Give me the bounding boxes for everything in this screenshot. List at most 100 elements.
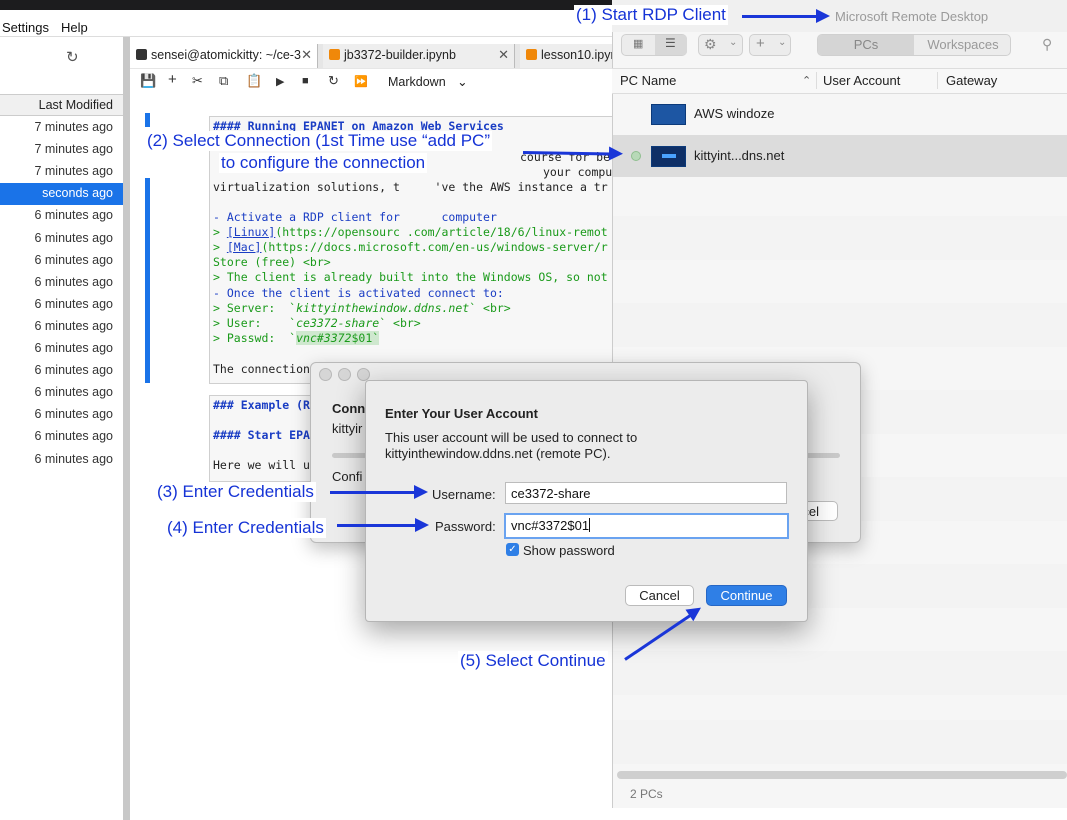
fast-forward-icon[interactable]: ⏩ — [354, 76, 368, 88]
grid-view-icon[interactable]: ▦ — [633, 38, 644, 50]
tab-label: lesson10.ipynb — [541, 48, 614, 62]
file-row[interactable]: 6 minutes ago — [34, 296, 113, 311]
search-icon[interactable]: ⚲ — [1042, 36, 1053, 52]
pc-thumbnail — [651, 104, 686, 125]
paste-icon[interactable]: 📋 — [246, 73, 263, 88]
file-row[interactable]: 6 minutes ago — [34, 230, 113, 245]
file-browser — [0, 37, 123, 820]
password-value: vnc#3372$01 — [511, 518, 590, 533]
restart-icon[interactable]: ↻ — [328, 73, 339, 88]
file-row[interactable]: 6 minutes ago — [34, 429, 113, 444]
segment-pcs[interactable]: PCs — [818, 35, 914, 55]
column-gateway[interactable]: Gateway — [946, 73, 998, 88]
file-row[interactable]: 7 minutes ago — [34, 142, 113, 157]
notebook-toolbar: 💾 + ✂ ⧉ 📋 ▶ ■ ↻ ⏩ — [130, 69, 615, 94]
file-row[interactable]: 6 minutes ago — [34, 341, 113, 355]
pc-row-kitty[interactable]: kittyint...dns.net — [613, 135, 1067, 177]
annotation-step2: (2) Select Connection (1st Time use “add… — [145, 131, 492, 151]
run-icon[interactable]: ▶ — [276, 76, 285, 88]
file-row[interactable]: 6 minutes ago — [34, 274, 113, 289]
horizontal-scrollbar[interactable] — [617, 771, 1067, 779]
cell-selection-bar — [145, 178, 150, 383]
column-user-account[interactable]: User Account — [823, 73, 901, 88]
list-stripe — [613, 216, 1067, 260]
dialog-title: Conn — [332, 401, 366, 416]
progress-label: Confi — [332, 469, 363, 484]
pc-thumbnail — [651, 146, 686, 167]
annotation-step2-cont: to configure the connection — [219, 153, 428, 173]
file-row[interactable]: 6 minutes ago — [34, 407, 113, 422]
md-line: The connection — [213, 362, 310, 376]
md-line: virtualization solutions, t 've the AWS … — [213, 180, 608, 194]
cut-icon[interactable]: ✂ — [192, 73, 203, 88]
pcs-workspaces-toggle: PCs Workspaces — [817, 34, 1011, 56]
file-row[interactable]: 6 minutes ago — [34, 363, 113, 378]
menu-settings[interactable]: Settings — [2, 20, 49, 35]
list-view-active — [655, 35, 687, 55]
add-cell-icon[interactable]: + — [168, 71, 177, 88]
panel-splitter[interactable] — [123, 37, 130, 820]
view-toggle[interactable]: ▦ ☰ — [621, 34, 687, 56]
cancel-button[interactable]: Cancel — [625, 585, 694, 606]
md-line: Here we will u — [213, 458, 310, 472]
terminal-icon — [136, 49, 147, 60]
close-icon[interactable]: ✕ — [498, 47, 509, 62]
pc-list-header: PC Name ⌃ User Account Gateway — [612, 68, 1067, 94]
stop-icon[interactable]: ■ — [302, 75, 309, 87]
pc-count: 2 PCs — [630, 787, 663, 801]
md-line: #### Running EPANET on Amazon Web Servic… — [213, 119, 504, 133]
continue-button[interactable]: Continue — [706, 585, 787, 606]
column-divider — [816, 72, 817, 89]
tab-lesson10[interactable]: lesson10.ipynb — [520, 44, 615, 68]
notebook-icon — [526, 49, 537, 60]
file-row[interactable]: 6 minutes ago — [34, 451, 113, 466]
menu-help[interactable]: Help — [61, 20, 88, 35]
username-field[interactable]: ce3372-share — [505, 482, 787, 504]
zoom-window-icon[interactable] — [357, 368, 370, 381]
md-line: > [Mac](https://docs.microsoft.com/en-us… — [213, 240, 608, 254]
pc-row-aws[interactable]: AWS windoze — [613, 93, 1067, 135]
file-row[interactable]: 6 minutes ago — [34, 385, 113, 400]
close-window-icon[interactable] — [319, 368, 332, 381]
dialog-title: Enter Your User Account — [385, 406, 538, 421]
status-dot-icon — [631, 151, 641, 161]
refresh-icon[interactable]: ↻ — [66, 49, 79, 66]
file-row[interactable]: seconds ago — [0, 183, 123, 206]
chevron-down-icon: ⌄ — [457, 75, 468, 89]
minimize-window-icon[interactable] — [338, 368, 351, 381]
tab-terminal[interactable]: sensei@atomickitty: ~/ce-3 ✕ — [130, 44, 318, 68]
md-line: - Activate a RDP client for computer — [213, 210, 497, 224]
close-icon[interactable]: ✕ — [301, 47, 312, 62]
add-menu[interactable]: + ⌄ — [749, 34, 791, 56]
file-row[interactable]: 6 minutes ago — [34, 252, 113, 267]
md-line: > User: `ce3372-share` <br> — [213, 316, 421, 330]
column-divider — [937, 72, 938, 89]
user-account-dialog: Enter Your User Account This user accoun… — [365, 380, 808, 622]
list-view-icon[interactable]: ☰ — [665, 36, 676, 50]
cell-type-value: Markdown — [388, 75, 446, 89]
show-password-checkbox[interactable]: ✓ — [506, 543, 519, 556]
md-line: Store (free) <br> — [213, 255, 331, 269]
top-window-strip — [0, 0, 1067, 10]
file-row[interactable]: 6 minutes ago — [34, 208, 113, 223]
column-pc-name[interactable]: PC Name — [620, 73, 677, 88]
annotation-step3: (3) Enter Credentials — [155, 482, 316, 502]
file-row[interactable]: 7 minutes ago — [34, 120, 113, 134]
pc-name: AWS windoze — [694, 106, 775, 121]
segment-workspaces[interactable]: Workspaces — [927, 37, 999, 52]
tab-jb3372-builder[interactable]: jb3372-builder.ipynb ✕ — [323, 44, 515, 68]
file-row[interactable]: 6 minutes ago — [34, 318, 113, 333]
cell-type-dropdown[interactable]: Markdown ⌄ — [388, 74, 468, 89]
save-icon[interactable]: 💾 — [140, 73, 157, 88]
settings-menu[interactable]: ⚙ ⌄ — [698, 34, 743, 56]
show-password-label[interactable]: Show password — [523, 543, 615, 558]
password-field[interactable]: vnc#3372$01 — [504, 513, 789, 539]
list-stripe — [613, 720, 1067, 764]
tab-label: sensei@atomickitty: ~/ce-3 — [151, 48, 301, 62]
text-cursor — [589, 518, 591, 532]
file-row[interactable]: 7 minutes ago — [34, 164, 113, 179]
md-line: - Once the client is activated connect t… — [213, 286, 504, 300]
md-line: ### Example (R — [213, 398, 310, 412]
copy-icon[interactable]: ⧉ — [219, 73, 229, 88]
column-header-last-modified[interactable]: Last Modified — [0, 94, 123, 116]
